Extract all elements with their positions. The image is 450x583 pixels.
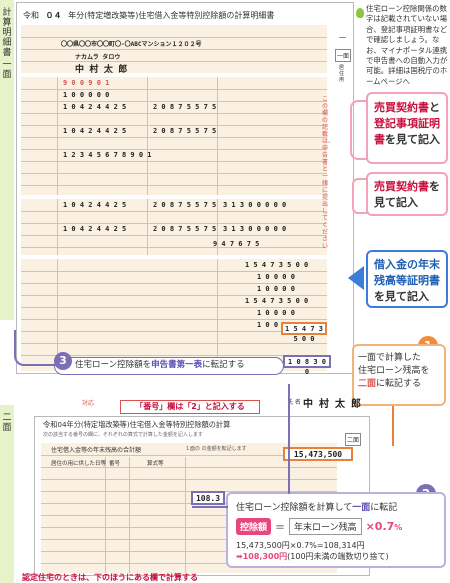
step3-badge: 3 — [54, 352, 72, 370]
left-strip-bottom: 二 面 — [0, 405, 14, 583]
form1-tag-top: 一 — [339, 34, 346, 42]
form1-table-lower — [21, 199, 327, 255]
entry-20-highlight: 1 5 4 7 3 5 0 0 — [281, 322, 327, 343]
entry-21-result: 1 0 8 3 0 0 — [283, 355, 331, 376]
form1-address: 〇〇県〇〇市〇〇町〇-〇ABCマンション１２０２号 — [61, 41, 202, 48]
callout-pink-small: 売買契約書を見て記入 — [366, 172, 448, 216]
form1-table-bottom — [21, 259, 327, 371]
entry-0: 9 0 0 9 0 1 — [63, 79, 110, 87]
form2-row-heading: 住宅借入金等の年末残高の合計額 — [51, 447, 142, 454]
entry-19: 1 0 0 0 0 — [257, 321, 295, 329]
entry-13: 9 4 7 6 7 5 — [213, 240, 260, 248]
purple-connector-left — [14, 330, 56, 366]
taio-label: 対応 — [82, 400, 95, 407]
form1-sheet: 令和 ０４ 年分(特定増改築等)住宅借入金等特別控除額の計算明細書 一 一面 居… — [16, 2, 354, 376]
form1-tag-bottom: 居住用 — [339, 65, 345, 83]
callout-blue: 借入金の年末残高等証明書を見て記入 — [366, 250, 448, 308]
note-top-text: 住宅ローン控除関係の数字は記載されていない場合、登記事項証明書などで確認しましょ… — [366, 4, 448, 86]
entry-2: 1 0 4 2 4 4 2 5 — [63, 103, 127, 111]
form1-furigana: ナカムラ タロウ — [75, 54, 121, 61]
form1-title: 令和 ０４ 年分(特定増改築等)住宅借入金等特別控除額の計算明細書 — [23, 11, 275, 20]
entry-9: 3 1 3 0 0 0 0 0 — [223, 201, 287, 209]
form2-col-2: 番号 — [109, 461, 121, 467]
form2-balance-box: 15,473,500 — [283, 447, 353, 461]
entry-7: 1 0 4 2 4 4 2 5 — [63, 201, 127, 209]
left-label-keisan: 計 — [2, 8, 12, 18]
callout-pink-big: 売買契約書と登記事項証明書を見て記入 — [366, 92, 448, 164]
form2-subtitle: 次の該当する番号の欄に、それぞれの算式で計算した金額を記入します — [43, 432, 203, 438]
form1-table-main — [21, 77, 327, 195]
purple-connector-vertical — [288, 384, 290, 494]
entry-16: 1 0 0 0 0 — [257, 285, 295, 293]
entry-6: 1 2 3 4 5 6 7 8 9 0 1 — [63, 151, 152, 159]
step2-heading: 住宅ローン控除額を計算して一面に転記 — [236, 503, 398, 513]
step2-formula: 控除額 ＝ 年末ローン残高 ×0.7% — [236, 518, 436, 535]
vertical-note: この欄の記載は、申告書と一緒に提出してください — [322, 96, 335, 250]
step3-bar: 住宅ローン控除額を申告書第一表に転記する — [54, 357, 284, 375]
step2-badge-kojogaku: 控除額 — [236, 518, 272, 535]
step2-box: 住宅ローン控除額を計算して一面に転記 控除額 ＝ 年末ローン残高 ×0.7% 1… — [226, 492, 446, 568]
purple-connector-step2 — [192, 506, 228, 508]
pink-bracket — [352, 178, 368, 214]
entry-15: 1 0 0 0 0 — [257, 273, 295, 281]
form1-page-label: 一面 — [335, 49, 352, 62]
blue-arrow — [348, 266, 364, 290]
form2-name-label: 氏 名 — [287, 399, 301, 406]
form2-title: 令和04年分(特定増改築等)住宅借入金等特別控除額の計算 — [43, 420, 231, 429]
entry-10: 1 0 4 2 4 4 2 5 — [63, 225, 127, 233]
left-strip-top: 計 算 明 細 書 一 面 — [0, 0, 14, 320]
bango-note: 「番号」欄は「2」と記入する — [120, 400, 260, 414]
entry-5: 2 0 8 7 5 5 7 5 — [153, 127, 217, 135]
entry-14: 1 5 4 7 3 5 0 0 — [245, 261, 309, 269]
entry-3: 2 0 8 7 5 5 7 5 — [153, 103, 217, 111]
lightbulb-icon — [356, 8, 364, 18]
form2-col-heading: 居住の用に供した日等 — [51, 461, 107, 467]
entry-17: 1 5 4 7 3 5 0 0 — [245, 297, 309, 305]
step2-calc: 15,473,500円×0.7%=108,314円 — [236, 541, 365, 550]
form2-row-heading-2: １面の の金額を転記します — [185, 446, 247, 452]
entry-18: 1 0 0 0 0 — [257, 309, 295, 317]
form1-name: 中 村 太 郎 — [75, 65, 128, 75]
nintei-note: 認定住宅のときは、下のほうにある欄で計算する — [22, 573, 198, 582]
note-top: 住宅ローン控除関係の数字は記載されていない場合、登記事項証明書などで確認しましょ… — [356, 4, 448, 88]
entry-4: 1 0 4 2 4 4 2 5 — [63, 127, 127, 135]
entry-11: 2 0 8 7 5 5 7 5 — [153, 225, 217, 233]
left-label-nimen: 二 — [2, 413, 12, 423]
form2-page-label: 二面 — [345, 433, 362, 446]
step1-box: 一面で計算した 住宅ローン残高を 二面に転記する — [352, 344, 446, 406]
form2-col-3: 算式等 — [147, 461, 164, 467]
entry-12: 3 1 3 0 0 0 0 0 — [223, 225, 287, 233]
step2-result: ➡108,300円(100円未満の端数切り捨て) — [236, 552, 389, 561]
pink-ribbon — [350, 100, 368, 160]
form2-result-box: 108.3 — [191, 491, 225, 505]
form2-sheet: 令和04年分(特定増改築等)住宅借入金等特別控除額の計算 次の該当する番号の欄に… — [34, 399, 370, 576]
form2-name: 中 村 太 郎 — [303, 399, 362, 410]
entry-8: 2 0 8 7 5 5 7 5 — [153, 201, 217, 209]
orange-connector — [392, 406, 394, 446]
entry-1: 1 0 0 0 0 0 — [63, 91, 110, 99]
